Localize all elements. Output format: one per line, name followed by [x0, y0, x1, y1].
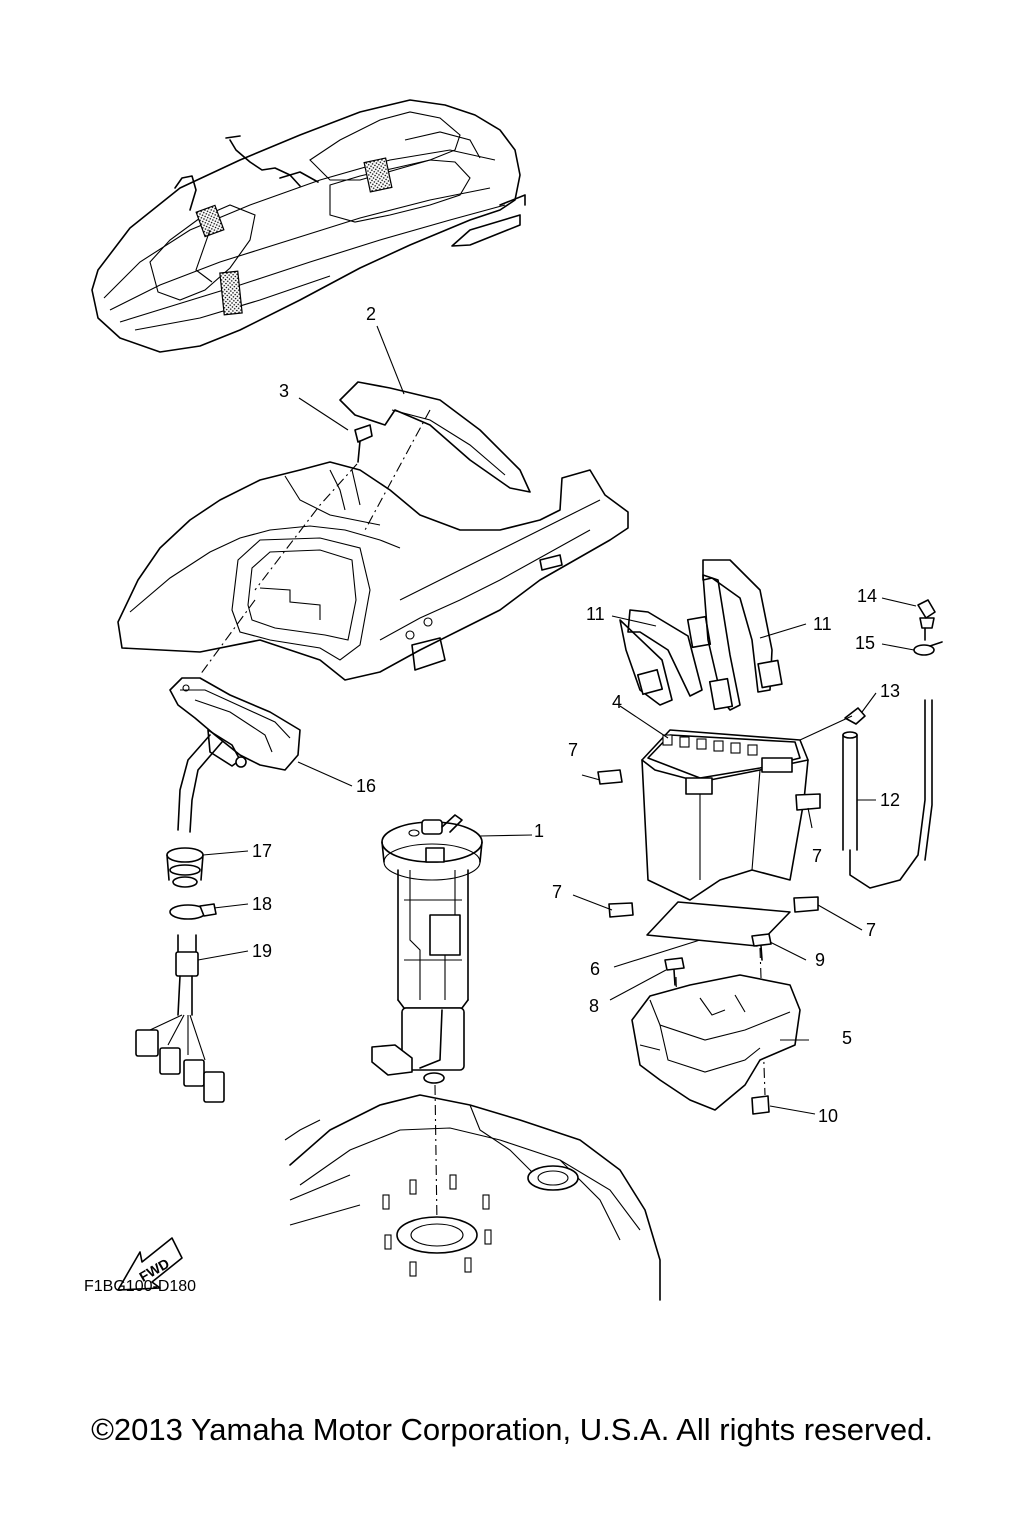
callout-8: 8 — [589, 996, 599, 1016]
battery-band-left — [619, 609, 712, 706]
hose-clamp — [913, 641, 943, 656]
battery — [641, 729, 809, 901]
callout-5: 5 — [842, 1028, 852, 1048]
callout-7a: 7 — [568, 740, 578, 760]
callout-7c: 7 — [552, 882, 562, 902]
battery-terminals — [662, 734, 758, 756]
callout-11a: 11 — [586, 604, 605, 624]
callout-1: 1 — [534, 821, 544, 841]
callout-17: 17 — [252, 841, 272, 861]
bolt-9 — [751, 933, 772, 961]
breather-fitting — [917, 599, 936, 641]
nut — [751, 1095, 770, 1115]
fuel-tank — [284, 1094, 661, 1301]
callout-12: 12 — [880, 790, 900, 810]
callout-15: 15 — [855, 633, 875, 653]
callout-7d: 7 — [866, 920, 876, 940]
callout-11b: 11 — [813, 614, 832, 634]
diagram-code: F1BG100-D180 — [84, 1278, 196, 1295]
callout-6: 6 — [590, 959, 600, 979]
callout-7b: 7 — [812, 846, 822, 866]
location-marker-console — [195, 204, 225, 238]
copyright-notice: ©2013 Yamaha Motor Corporation, U.S.A. A… — [91, 1412, 933, 1447]
grommet — [166, 847, 204, 888]
location-marker-front — [219, 270, 243, 316]
clamp — [169, 903, 217, 920]
fwd-arrow: FWD — [117, 1237, 183, 1291]
breather-hose — [842, 699, 933, 889]
callout-2: 2 — [366, 304, 376, 324]
hull-deck — [117, 461, 629, 681]
tank-studs — [382, 1174, 492, 1277]
callout-14: 14 — [857, 586, 877, 606]
wire-harness — [135, 934, 225, 1103]
callout-4: 4 — [612, 692, 622, 712]
battery-band-right — [702, 559, 783, 711]
leader-lines — [197, 325, 917, 1115]
battery-case — [631, 974, 801, 1111]
callout-10: 10 — [818, 1106, 838, 1126]
callout-16: 16 — [356, 776, 376, 796]
callout-19: 19 — [252, 941, 272, 961]
meter-housing — [169, 677, 301, 833]
callout-18: 18 — [252, 894, 272, 914]
location-marker-seat — [363, 157, 393, 193]
battery-pad-upper-left — [597, 769, 623, 785]
screw — [354, 424, 373, 463]
hull-gasket — [339, 381, 531, 493]
fuel-pump-assembly — [371, 814, 483, 1084]
battery-pad-lower-left — [608, 902, 634, 918]
clip — [799, 707, 866, 741]
bolt-8 — [664, 957, 685, 986]
callout-3: 3 — [279, 381, 289, 401]
callout-13: 13 — [880, 681, 900, 701]
callout-numbers: 1 2 3 4 5 6 7 7 7 7 8 9 10 11 11 12 13 1… — [252, 304, 900, 1126]
callout-9: 9 — [815, 950, 825, 970]
battery-pad-upper-right — [795, 793, 821, 811]
assembly-lines — [199, 409, 766, 1226]
battery-pad-lower-right — [793, 896, 819, 913]
watercraft-overview — [91, 99, 526, 353]
